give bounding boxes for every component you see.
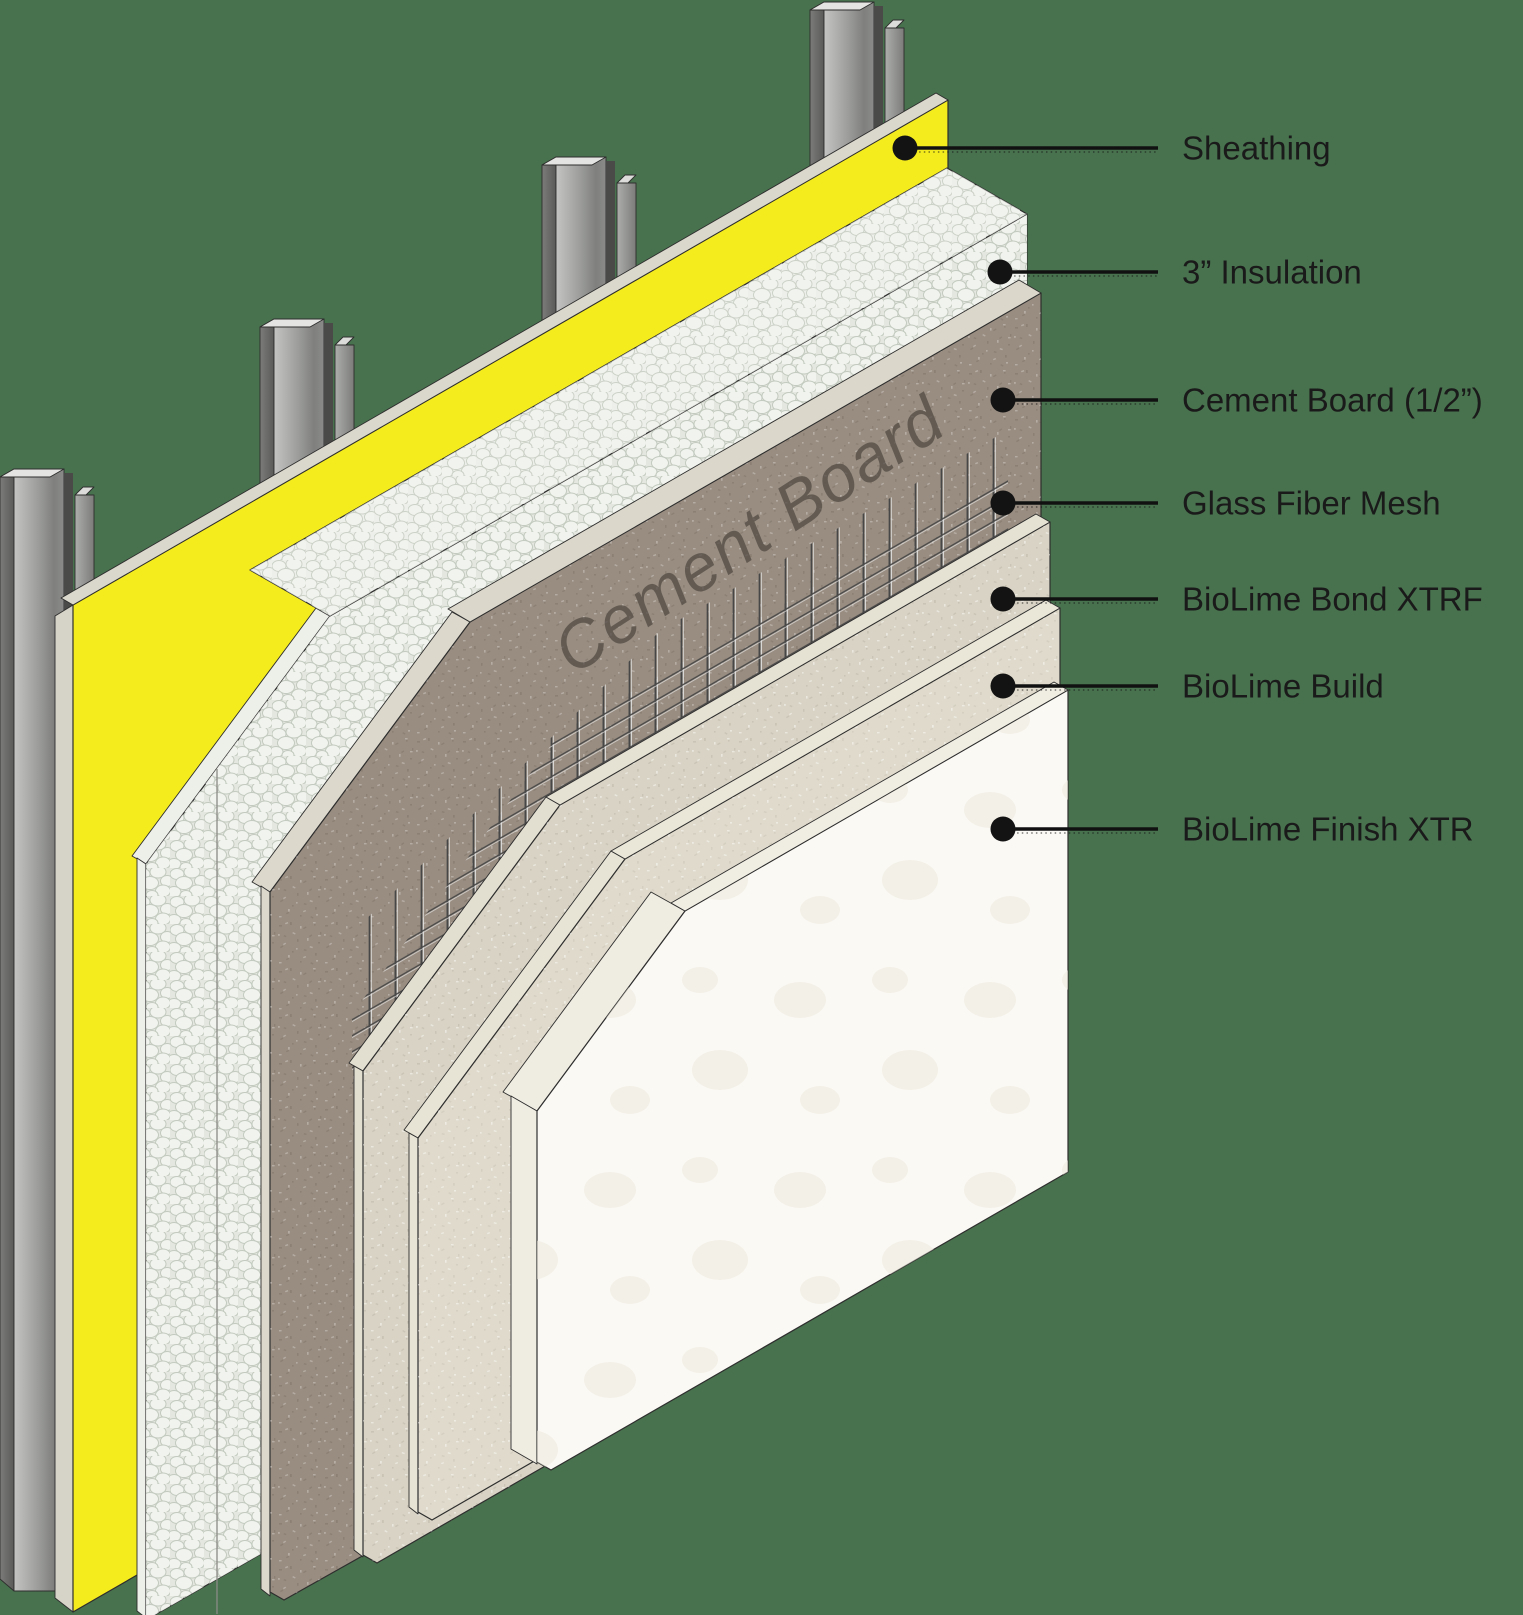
label-sheathing: Sheathing (1182, 130, 1331, 167)
insulation-left-edge (136, 857, 147, 1615)
layer-biolime-build (403, 599, 1061, 1521)
leader-dot (990, 387, 1016, 413)
callout-insulation: 3” Insulation (987, 254, 1362, 291)
sheathing-top-edge (60, 92, 949, 606)
label-cement-board: Cement Board (1/2”) (1182, 382, 1483, 419)
label-insulation: 3” Insulation (1182, 254, 1362, 291)
finish-left-edge (510, 1095, 538, 1465)
callout-biolime-finish: BioLime Finish XTR (990, 811, 1474, 848)
mesh-grid-band (560, 475, 1008, 803)
leader-dot (987, 259, 1013, 285)
build-left-edge (408, 1132, 419, 1515)
callout-sheathing: Sheathing (892, 130, 1331, 167)
label-biolime-bond: BioLime Bond XTRF (1182, 581, 1483, 618)
sheathing-left-edge (54, 604, 74, 1613)
label-biolime-build: BioLime Build (1182, 668, 1384, 705)
callout-glass-fiber-mesh: Glass Fiber Mesh (990, 485, 1441, 522)
bond-left-edge (353, 1065, 364, 1558)
callout-cement-board: Cement Board (1/2”) (990, 382, 1483, 419)
layer-insulation (131, 167, 1028, 1615)
cement-board-left-edge (260, 885, 271, 1597)
leader-dot (892, 135, 918, 161)
layer-biolime-bond (348, 513, 1051, 1564)
callouts: Sheathing 3” Insulation Cement Board (1/… (892, 130, 1483, 848)
label-glass-fiber-mesh: Glass Fiber Mesh (1182, 485, 1441, 522)
leader-dot (990, 673, 1016, 699)
layer-sheathing (54, 92, 949, 1613)
leader-dot (990, 490, 1016, 516)
leader-dot (990, 586, 1016, 612)
layer-biolime-finish (502, 681, 1069, 1471)
callout-biolime-bond: BioLime Bond XTRF (990, 581, 1483, 618)
callout-biolime-build: BioLime Build (990, 668, 1384, 705)
label-biolime-finish: BioLime Finish XTR (1182, 811, 1474, 848)
leader-dot (990, 816, 1016, 842)
